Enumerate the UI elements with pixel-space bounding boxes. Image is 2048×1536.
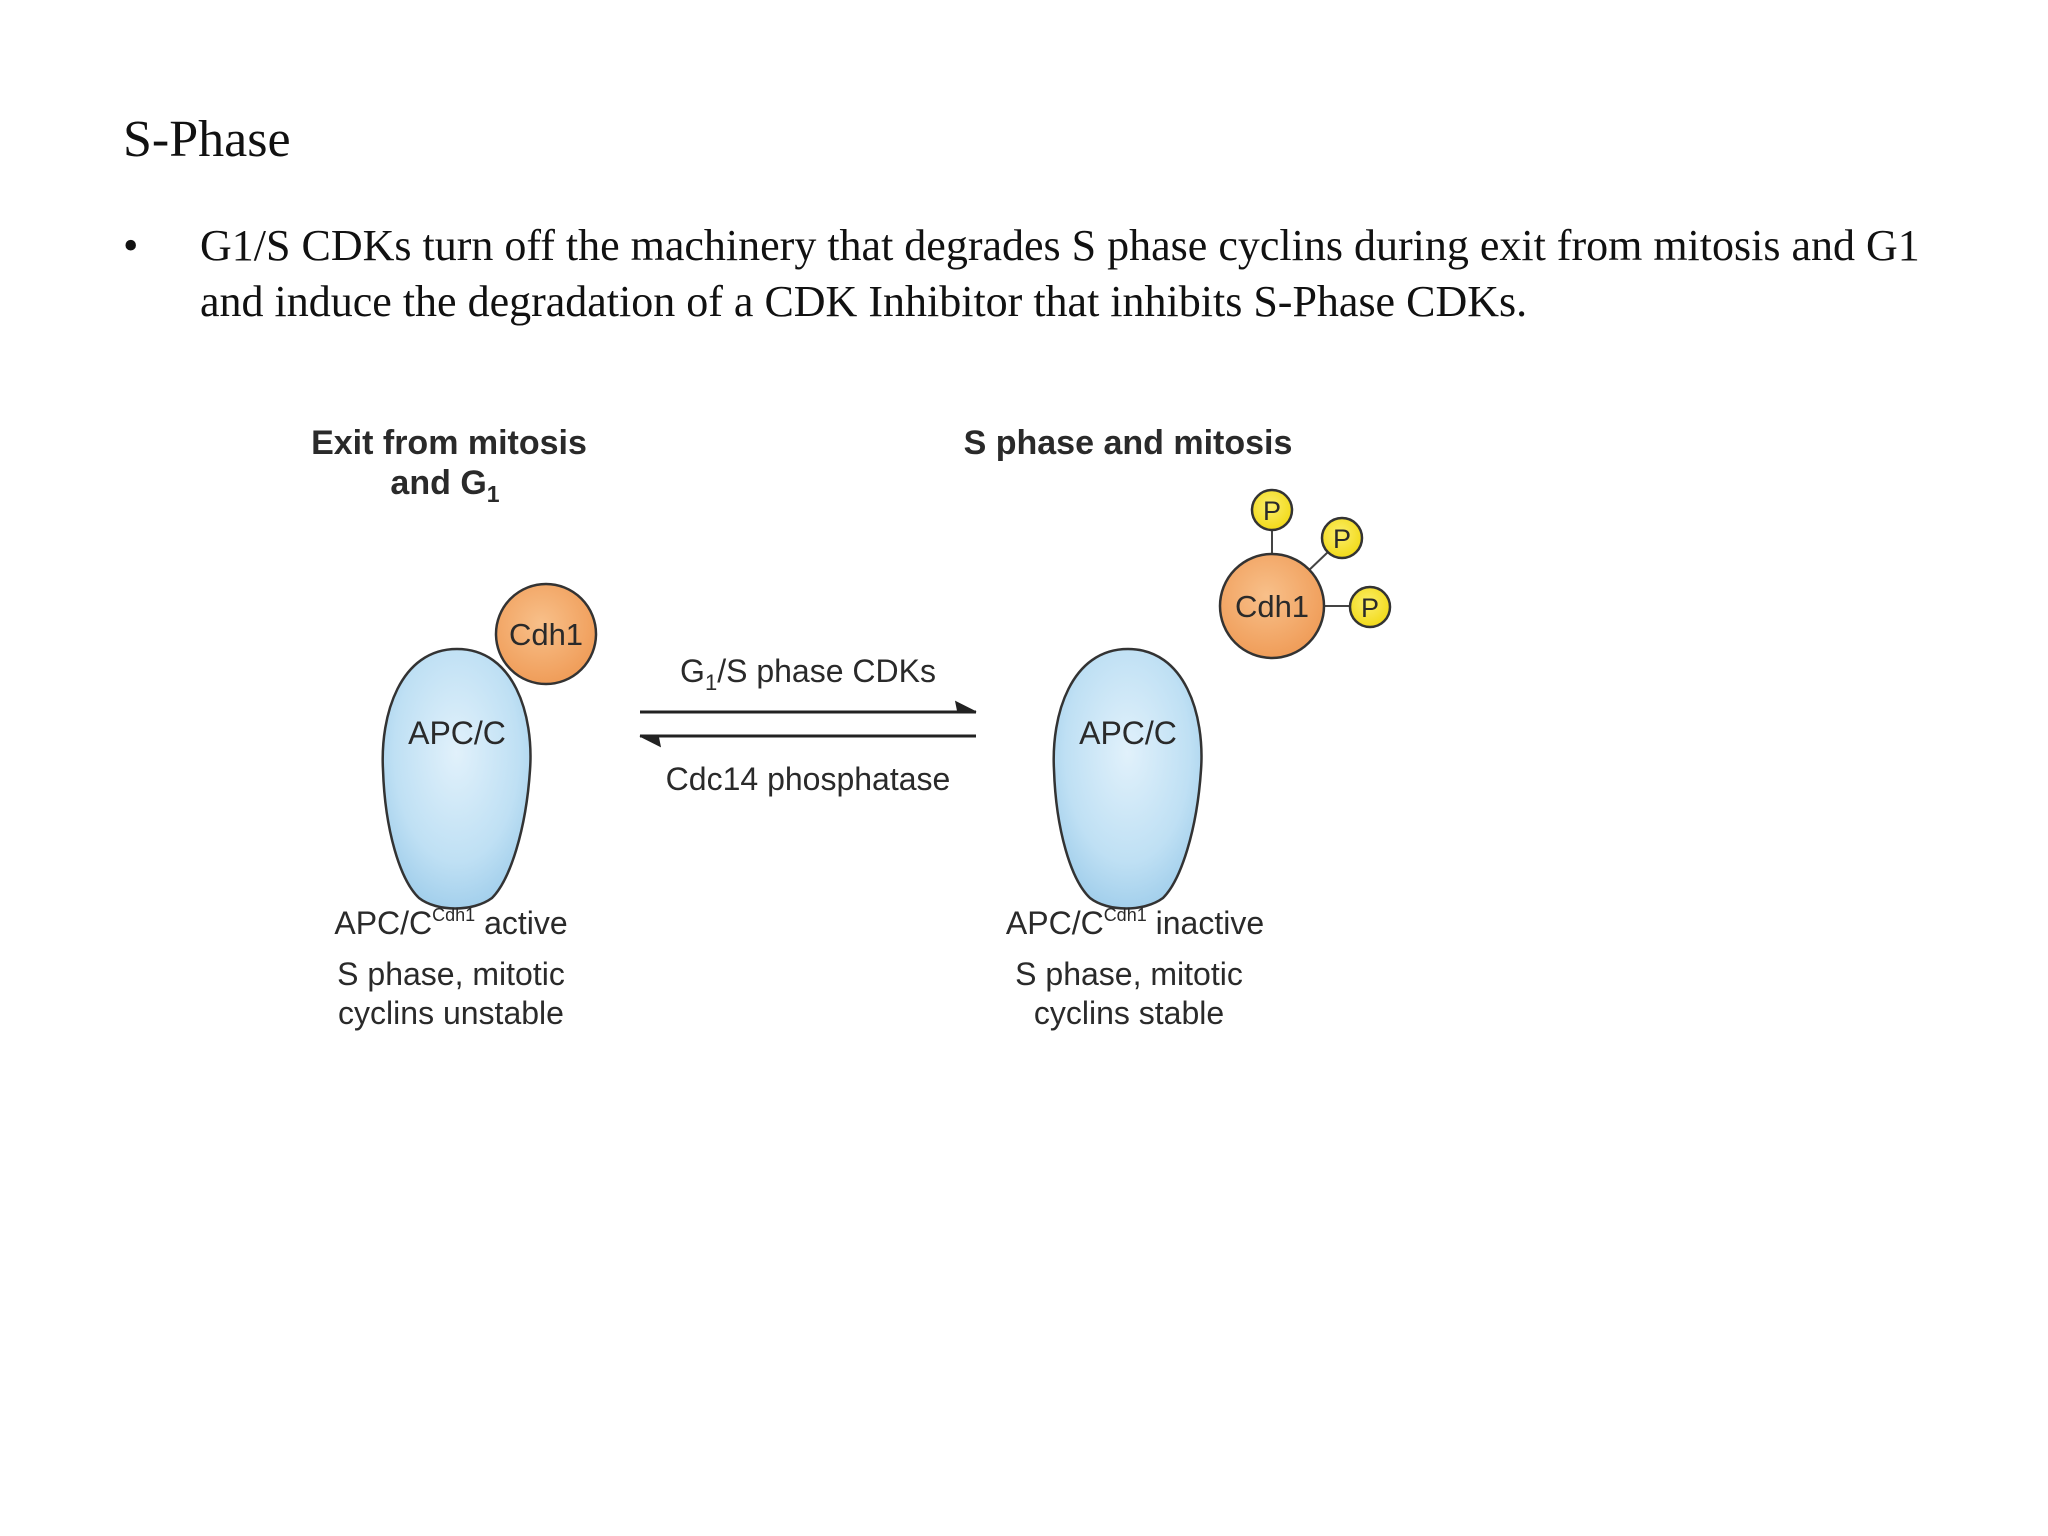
right-heading: S phase and mitosis <box>964 424 1293 462</box>
phosphate-upper-right-label: P <box>1333 524 1351 554</box>
left-state-prefix: APC/C <box>334 905 432 941</box>
cdh1-bound-label: Cdh1 <box>509 617 583 652</box>
left-state-suffix: active <box>475 905 567 941</box>
phosphate-right-label: P <box>1361 593 1379 623</box>
apc-c-label-right: APC/C <box>1079 715 1177 751</box>
left-heading-g: and G <box>390 464 486 502</box>
forward-arrow-head <box>954 700 977 713</box>
apc-c-label-left: APC/C <box>408 715 506 751</box>
phosphate-top <box>1250 488 1294 532</box>
right-state-superscript: Cdh1 <box>1104 905 1147 925</box>
right-state-prefix: APC/C <box>1006 905 1104 941</box>
apc-c-complex-left <box>381 647 532 910</box>
apc-c-complex-right <box>1052 647 1203 910</box>
right-caption-line1: S phase, mitotic <box>1015 956 1243 992</box>
left-state-superscript: Cdh1 <box>432 905 475 925</box>
phosphate-top-label: P <box>1263 496 1281 526</box>
left-caption-line1: S phase, mitotic <box>337 956 565 992</box>
reverse-arrow-label: Cdc14 phosphatase <box>666 761 951 797</box>
forward-arrow-g: G <box>680 653 705 689</box>
forward-arrow-label: G1/S phase CDKs <box>680 653 936 695</box>
forward-arrow-suffix: /S phase CDKs <box>717 653 936 689</box>
left-caption-line2: cyclins unstable <box>338 995 564 1031</box>
right-state-label: APC/CCdh1 inactive <box>1006 905 1264 941</box>
left-state-label: APC/CCdh1 active <box>334 905 567 941</box>
phosphate-upper-right <box>1320 516 1364 560</box>
phosphate-right <box>1348 585 1392 629</box>
reverse-arrow-head <box>639 735 662 748</box>
bullet-marker: • <box>123 221 139 270</box>
forward-arrow-g-subscript: 1 <box>705 670 717 695</box>
left-heading-line1: Exit from mitosis <box>311 424 587 462</box>
right-caption-line2: cyclins stable <box>1034 995 1224 1031</box>
bullet-text: G1/S CDKs turn off the machinery that de… <box>200 221 1920 326</box>
slide-title: S-Phase <box>123 111 291 168</box>
cdh1-bound-circle <box>494 582 598 686</box>
cdh1-phosphorylated-circle <box>1218 552 1326 660</box>
left-heading-line2: and G1 <box>390 464 499 507</box>
left-heading-g-subscript: 1 <box>487 481 500 507</box>
cdh1-phosphorylated-label: Cdh1 <box>1235 589 1309 624</box>
right-state-suffix: inactive <box>1147 905 1264 941</box>
